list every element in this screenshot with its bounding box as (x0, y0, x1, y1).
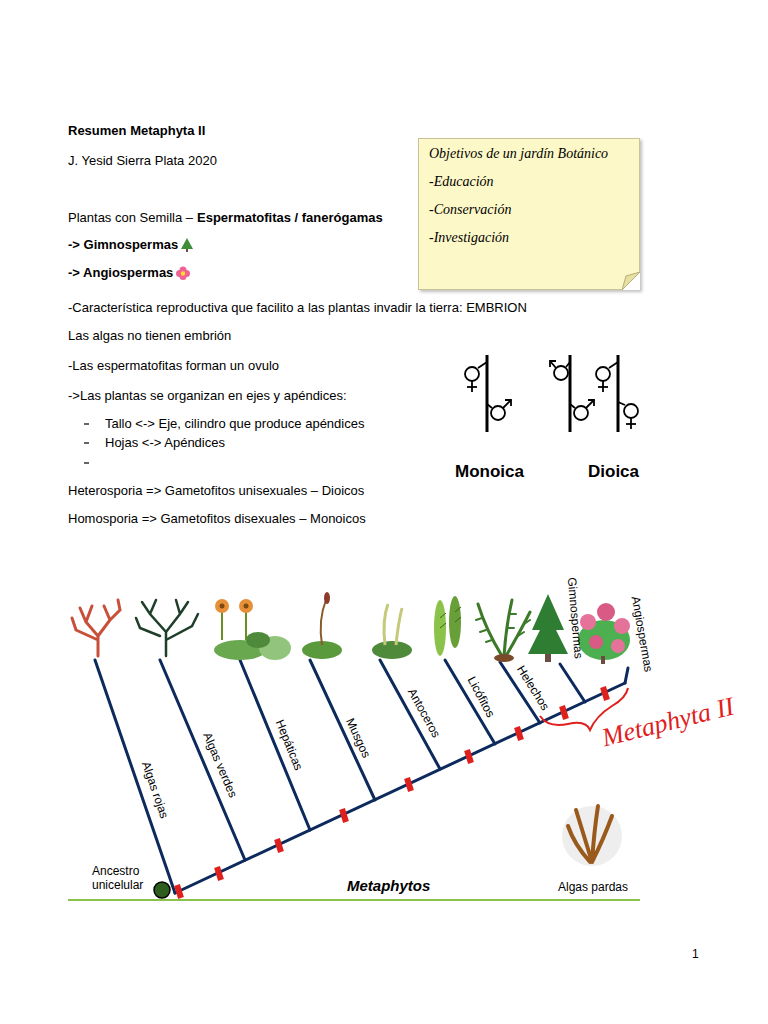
body-text: Espermatofitas / fanerógamas (197, 210, 383, 226)
taxon-label: Hepáticas (272, 718, 305, 773)
body-text: Plantas con Semilla – (68, 210, 193, 226)
taxon-label: Angiospermas (628, 595, 655, 673)
sex-symbols (487, 355, 618, 432)
taxon-label: Licófitos (464, 674, 497, 720)
mosses (302, 592, 342, 659)
sticky-note: Objetivos de un jardín Botánico-Educació… (418, 138, 640, 290)
tree-icon (181, 238, 193, 252)
body-text: ->Las plantas se organizan en ejes y apé… (68, 388, 347, 404)
body-text: -> Angiospermas (68, 265, 173, 281)
ancestor-label: Ancestro unicelular (92, 864, 156, 893)
list-item: Tallo <-> Eje, cilindro que produce apén… (105, 416, 364, 432)
axis-label: Metaphytos (347, 877, 430, 895)
body-text: -Característica reproductiva que facilit… (68, 300, 527, 316)
note-item: -Conservación (429, 196, 627, 224)
note-fold (622, 272, 640, 290)
hornworts (372, 604, 412, 659)
note-heading: Objetivos de un jardín Botánico (429, 140, 627, 168)
ancestor-dot (154, 882, 170, 898)
body-text: -Las espermatofitas forman un ovulo (68, 358, 279, 374)
note-item: -Educación (429, 168, 627, 196)
taxon-label: Algas rojas (139, 760, 172, 821)
brown-algae (562, 806, 622, 866)
page-number: 1 (692, 947, 699, 961)
flowering-plant (578, 603, 630, 664)
green-algae (136, 600, 198, 656)
lycophytes (434, 596, 461, 656)
author-line: J. Yesid Sierra Plata 2020 (68, 153, 217, 169)
cladogram (95, 660, 628, 893)
body-text: Homosporia => Gametofitos disexuales – M… (68, 511, 366, 527)
flower-icon (176, 266, 190, 280)
figure-label: Dioica (588, 462, 639, 482)
list-dash (84, 424, 89, 463)
body-text: -> Gimnospermas (68, 237, 178, 253)
red-algae (72, 600, 120, 656)
ground-line (68, 899, 640, 901)
note-item: -Investigación (429, 224, 627, 252)
fern (476, 600, 530, 662)
list-item: Hojas <-> Apéndices (105, 435, 225, 451)
body-text: Heterosporia => Gametofitos unisexuales … (68, 483, 364, 499)
page-title: Resumen Metaphyta II (68, 123, 205, 139)
conifer (528, 594, 568, 662)
taxon-label: Helechos (514, 663, 553, 713)
body-text: Las algas no tienen embrión (68, 328, 231, 344)
figure-label: Monoica (455, 462, 524, 482)
outgroup-label: Algas pardas (558, 880, 628, 894)
liverworts (214, 599, 291, 660)
